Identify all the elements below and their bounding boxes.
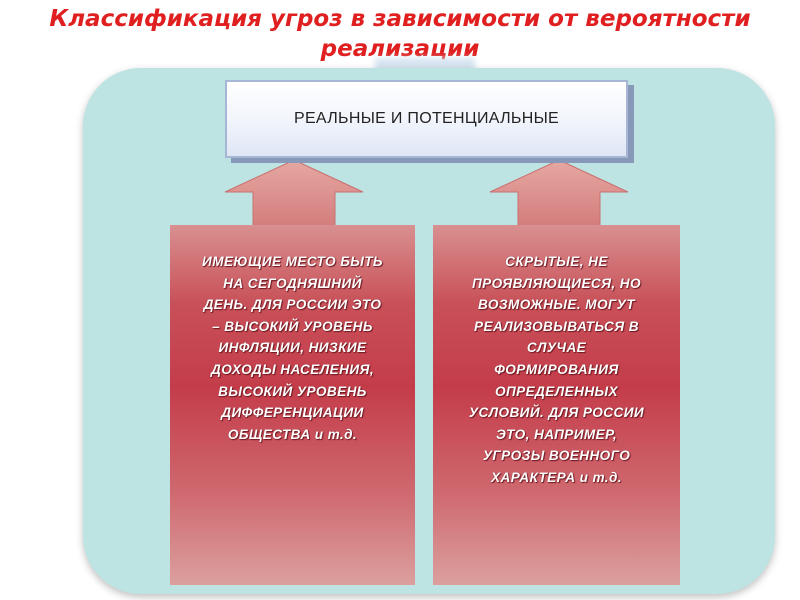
real-threats-line: ДОХОДЫ НАСЕЛЕНИЯ, bbox=[210, 361, 374, 377]
potential-threats-line: СЛУЧАЕ bbox=[526, 340, 587, 356]
real-threats-line: ИНФЛЯЦИИ, НИЗКИЕ bbox=[218, 340, 367, 356]
right-up-arrow bbox=[489, 159, 629, 228]
potential-threats-line: УСЛОВИЙ. ДЛЯ РОССИИ bbox=[468, 405, 645, 421]
real-threats-line: – ВЫСОКИЙ УРОВЕНЬ bbox=[212, 318, 373, 334]
real-threats-line: ДЕНЬ. ДЛЯ РОССИИ ЭТО bbox=[203, 297, 382, 313]
slide-title-line-1: Классификация угроз в зависимости от вер… bbox=[49, 6, 751, 32]
potential-threats-line: ФОРМИРОВАНИЯ bbox=[494, 361, 619, 377]
real-threats-line: ВЫСОКИЙ УРОВЕНЬ bbox=[218, 383, 367, 399]
real-and-potential-box: РЕАЛЬНЫЕ И ПОТЕНЦИАЛЬНЫЕ bbox=[225, 80, 628, 158]
potential-threats-line: ЭТО, НАПРИМЕР, bbox=[495, 426, 618, 442]
potential-threats-line: ПРОЯВЛЯЮЩИЕСЯ, НО bbox=[472, 275, 641, 291]
real-threats-line: ДИФФЕРЕНЦИАЦИИ bbox=[221, 405, 364, 421]
real-threats-box: ИМЕЮЩИЕ МЕСТО БЫТЬ НА СЕГОДНЯШНИЙ ДЕНЬ. … bbox=[170, 225, 415, 585]
real-threats-line: ИМЕЮЩИЕ МЕСТО БЫТЬ bbox=[202, 254, 383, 269]
slide-title: Классификация угроз в зависимости от вер… bbox=[0, 4, 800, 64]
potential-threats-line: ХАРАКТЕРА и т.д. bbox=[491, 469, 622, 485]
slide-title-line-2: реализации bbox=[320, 36, 480, 62]
real-threats-line: НА СЕГОДНЯШНИЙ bbox=[223, 275, 362, 291]
real-and-potential-label: РЕАЛЬНЫЕ И ПОТЕНЦИАЛЬНЫЕ bbox=[293, 110, 560, 127]
potential-threats-box: СКРЫТЫЕ, НЕ ПРОЯВЛЯЮЩИЕСЯ, НО ВОЗМОЖНЫЕ.… bbox=[433, 225, 680, 585]
potential-threats-line: СКРЫТЫЕ, НЕ bbox=[505, 254, 608, 269]
potential-threats-line: ОПРЕДЕЛЕННЫХ bbox=[494, 383, 619, 399]
potential-threats-line: ВОЗМОЖНЫЕ. МОГУТ bbox=[478, 297, 635, 313]
potential-threats-line: УГРОЗЫ ВОЕННОГО bbox=[482, 448, 631, 464]
potential-threats-line: РЕАЛИЗОВЫВАТЬСЯ В bbox=[474, 318, 639, 334]
real-threats-line: ОБЩЕСТВА и т.д. bbox=[227, 426, 358, 442]
left-up-arrow bbox=[224, 159, 364, 228]
